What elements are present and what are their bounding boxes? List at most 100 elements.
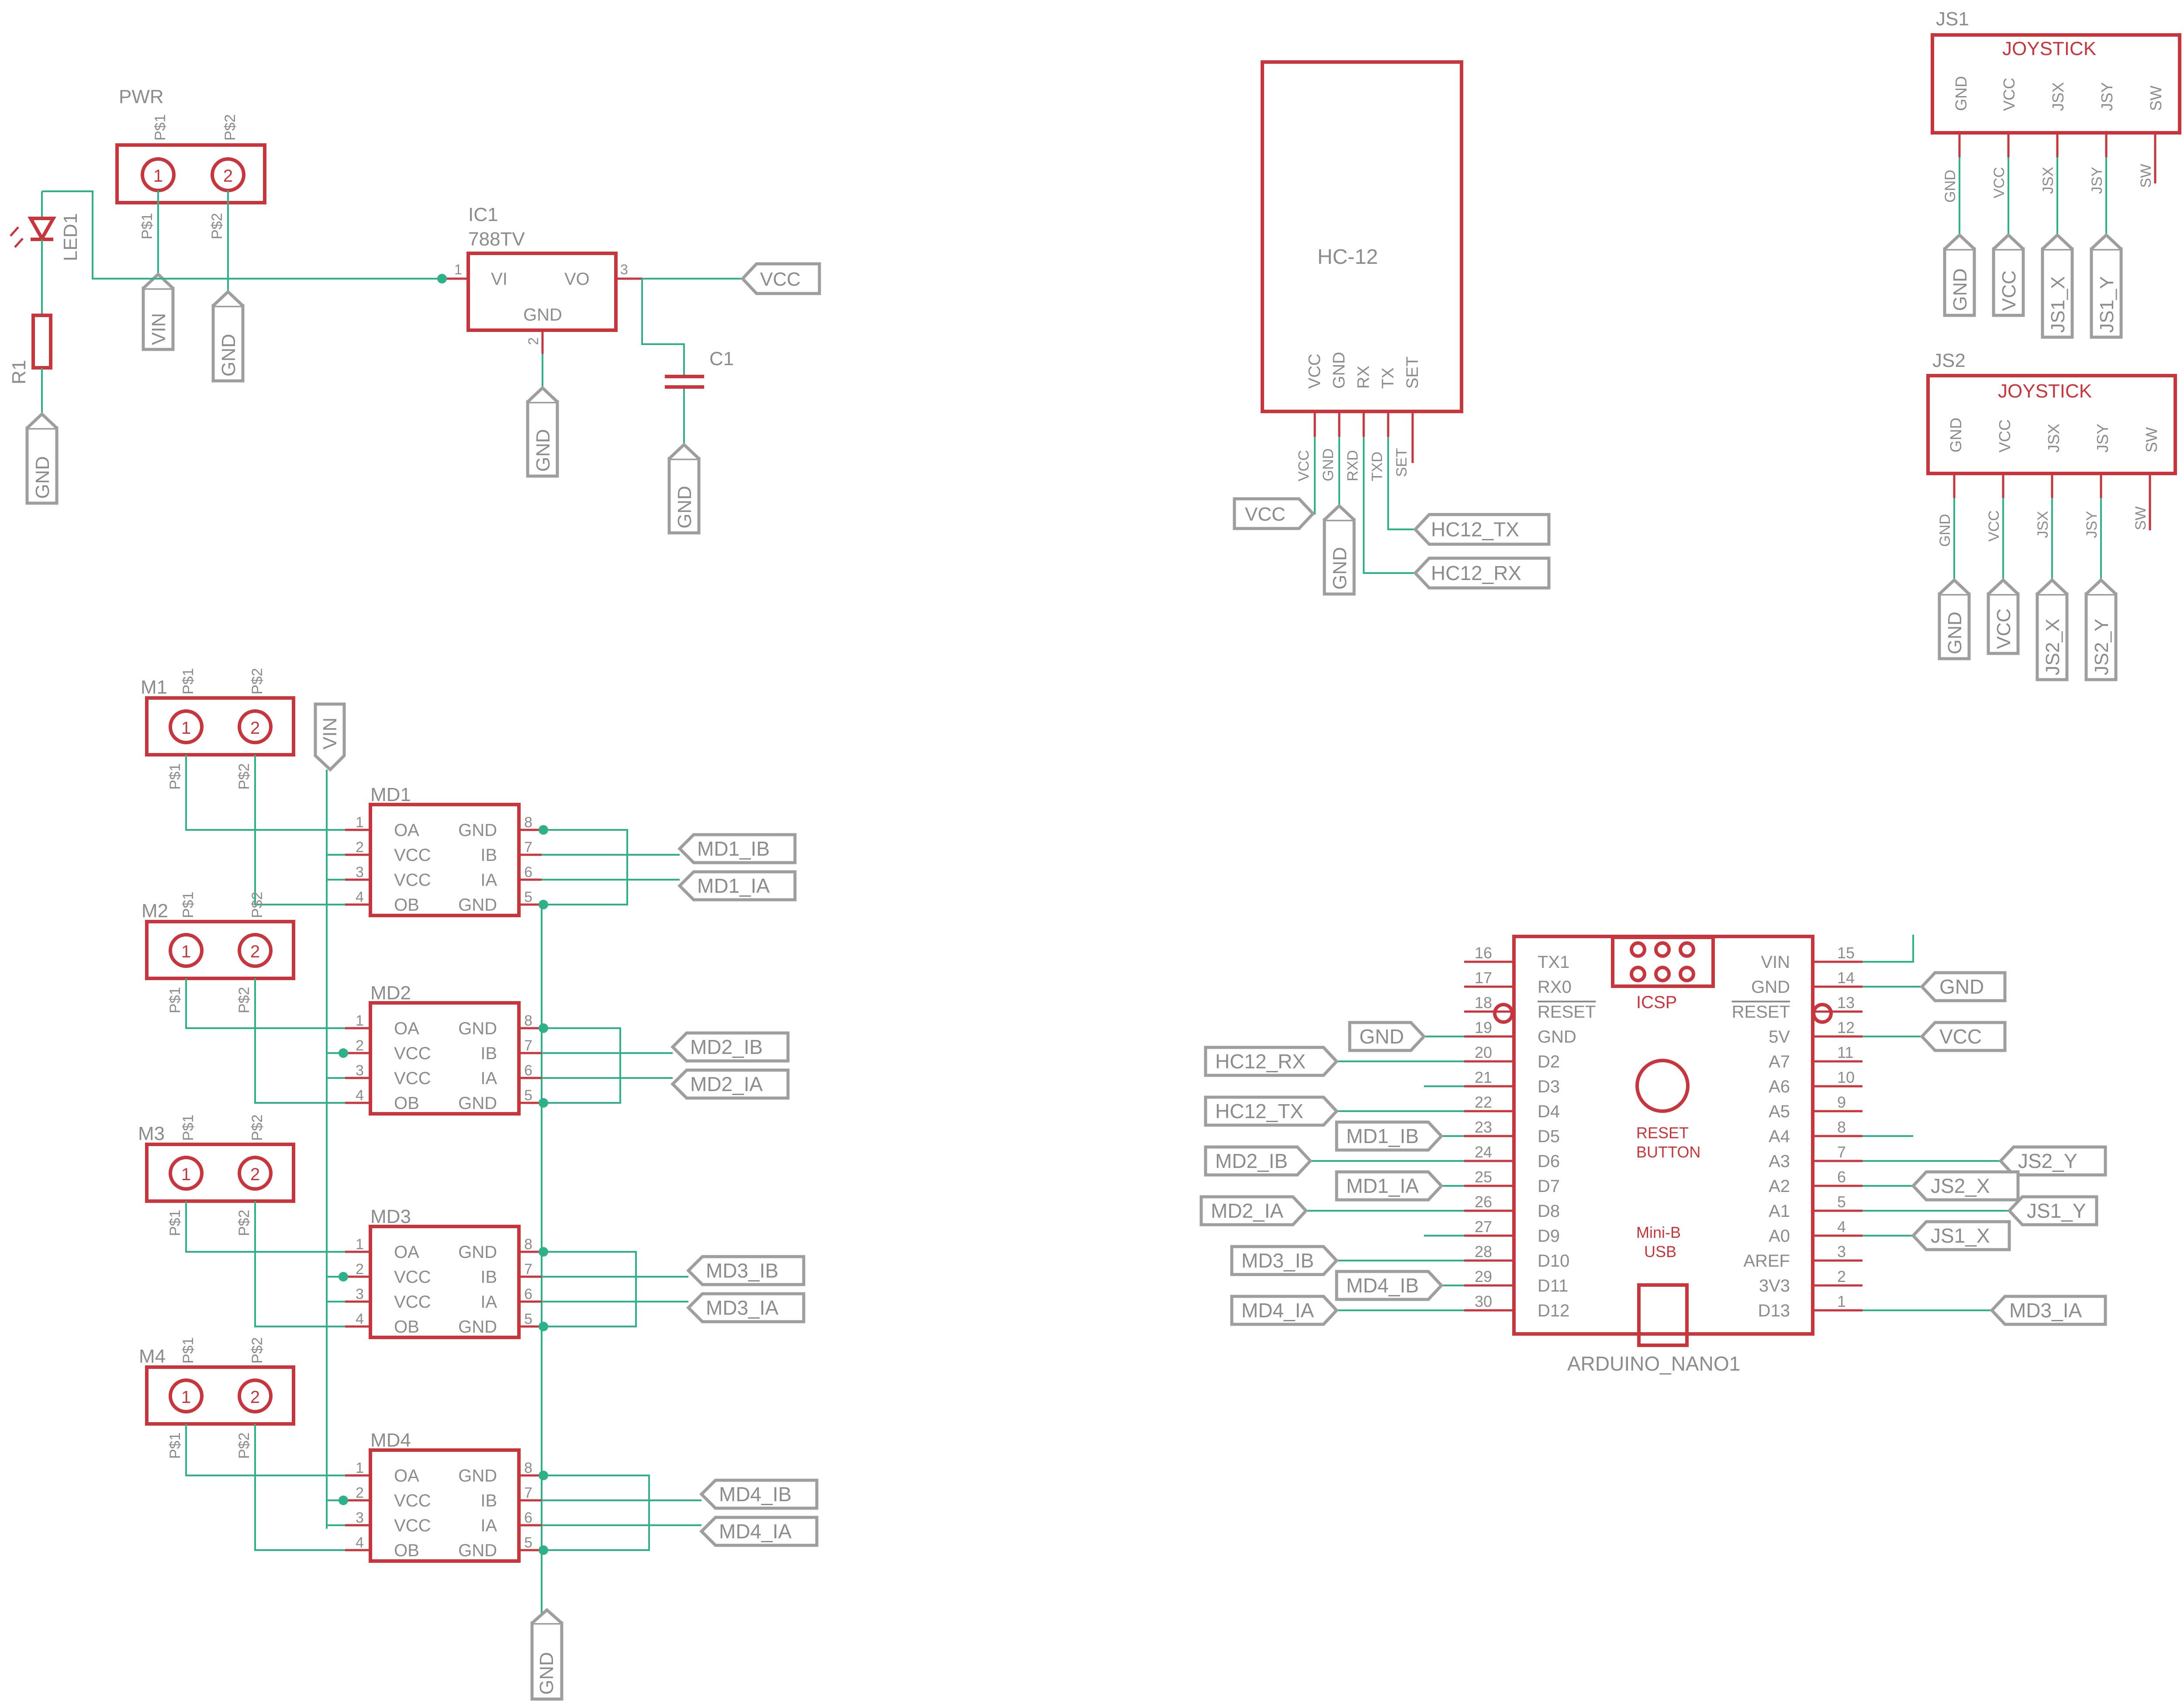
js2-gnd-label: GND: [1944, 611, 1966, 654]
cap-ref: C1: [709, 348, 734, 370]
driver-pin-num-left: 3: [356, 864, 364, 881]
arduino-net-label-frame: [1335, 1120, 1444, 1152]
driver-pin-num-right: 5: [524, 1087, 532, 1104]
vcc-label-frame: [1233, 497, 1315, 530]
label-arrow: [1992, 233, 2025, 250]
vin-label: VIN: [148, 313, 169, 345]
gnd-label-arrow: [526, 386, 559, 403]
arduino-pin-name-right: 5V: [1769, 1027, 1790, 1047]
js1-title: JOYSTICK: [2002, 38, 2096, 59]
icsp-header: [1611, 936, 1715, 988]
arduino-net-label-frame: [1990, 1295, 2107, 1326]
junction: [539, 1545, 548, 1555]
driver-gnd-loop: [542, 1027, 621, 1104]
driver-body: [369, 1448, 521, 1563]
arduino-pin-name-left: D10: [1538, 1251, 1569, 1271]
driver-gnd-loop: [542, 1251, 637, 1327]
pwr-pad-2-num: 2: [223, 166, 233, 186]
driver-pin-name-left: VCC: [394, 1292, 431, 1312]
driver-pin-name-right: IA: [480, 1292, 497, 1312]
driver-pin-num-right: 5: [524, 1311, 532, 1327]
arduino-pin-num-right: 2: [1837, 1268, 1846, 1285]
icsp-pads: [1630, 941, 1695, 982]
motor-ref: M3: [138, 1123, 165, 1144]
driver-ia-label-frame: [686, 1292, 805, 1323]
gnd-label: GND: [532, 429, 554, 472]
vin-label: VIN: [319, 718, 341, 750]
driver-pin-num-right: 8: [524, 1460, 532, 1476]
arduino-nano: ICSP RESET BUTTON Mini-B USB ARDUINO_NAN…: [1199, 935, 2107, 1375]
junction: [539, 900, 548, 909]
motor-pad-1: [169, 709, 204, 744]
js1-net-jsx: JSX: [2040, 167, 2056, 194]
js2-pin-vcc: VCC: [1996, 419, 2014, 453]
arduino-pin-name-right: A2: [1769, 1177, 1790, 1196]
js2-net-sw: SW: [2132, 506, 2149, 530]
hc12-net-names: VCC GND RXD TXD SET: [1296, 448, 1410, 481]
junction: [539, 1471, 548, 1480]
arduino-pin-num-left: 21: [1475, 1068, 1492, 1086]
driver-ia-label: MD1_IA: [697, 874, 770, 897]
led-ray: [14, 238, 24, 248]
driver-ib-label: MD3_IB: [706, 1259, 778, 1282]
motor-pad-1-num: 1: [181, 942, 191, 961]
gnd-label: GND: [218, 334, 239, 377]
driver-pin-name-left: OA: [394, 1243, 419, 1262]
reset-button: [1635, 1059, 1690, 1113]
arduino-pin-num-left: 30: [1475, 1292, 1492, 1310]
arduino-pin-name-right: GND: [1751, 978, 1790, 997]
arduino-net-label: JS1_X: [1931, 1224, 1990, 1247]
junction: [437, 274, 447, 283]
label-arrow: [1943, 233, 1976, 250]
arduino-pin-name-left: D6: [1538, 1152, 1560, 1171]
arduino-pin-num-left: 24: [1475, 1143, 1492, 1161]
js2-net-vcc: VCC: [1986, 510, 2002, 542]
icsp-pad: [1679, 966, 1695, 982]
driver-pin-num-right: 8: [524, 1012, 532, 1029]
hc12-net-gnd: GND: [1320, 448, 1337, 481]
junction: [539, 1098, 548, 1108]
motor-pad-1: [169, 1378, 204, 1413]
driver-pin-name-left: VCC: [394, 1069, 431, 1088]
arduino-pin-num-left: 17: [1475, 969, 1492, 987]
driver-pin-num-right: 5: [524, 889, 532, 905]
vcc-label: VCC: [760, 269, 801, 290]
motor-ob-wire: [254, 978, 345, 1104]
arduino-pin-num-left: 29: [1475, 1268, 1492, 1285]
motor-oa-wire: [185, 978, 345, 1029]
vcc-label-frame: [740, 262, 821, 295]
js1-y-label: JS1_Y: [2096, 276, 2118, 333]
js1-body: [1931, 33, 2181, 135]
motor-connector: [145, 696, 295, 757]
regulator-vi: VI: [491, 269, 508, 289]
reset-bubble-right: [1812, 1003, 1833, 1024]
resistor-symbol: [31, 314, 52, 370]
driver-pin-name-left: VCC: [394, 1268, 431, 1287]
driver-ia-label-frame: [699, 1516, 819, 1547]
motor-connector: [145, 1365, 295, 1426]
led-ref: LED1: [60, 213, 81, 261]
driver-pin-num-right: 6: [524, 1286, 532, 1302]
junction: [339, 1496, 348, 1505]
gnd-label: GND: [536, 1652, 557, 1695]
driver-ib-label-frame: [699, 1478, 819, 1510]
driver-pin-name-left: OA: [394, 1019, 419, 1038]
resistor-ref: R1: [8, 360, 30, 384]
driver-ia-label-frame: [670, 1068, 790, 1100]
js2-title: JOYSTICK: [1998, 380, 2092, 402]
gnd-label: GND: [32, 456, 53, 499]
arduino-pin-num-left: 16: [1475, 944, 1492, 962]
hc12-rx-label-frame: [1413, 556, 1551, 590]
js2-net-jsx: JSX: [2035, 511, 2051, 538]
icsp-pad: [1654, 966, 1671, 982]
driver-pin-num-left: 3: [356, 1062, 364, 1079]
led-ray: [10, 226, 19, 237]
motor-pad-2-num: 2: [250, 942, 260, 961]
arduino-pin-num-right: 1: [1837, 1292, 1846, 1310]
motor-pin2-bottom: P$2: [236, 763, 252, 790]
driver-ia-label: MD2_IA: [690, 1073, 763, 1095]
motor-pin2-bottom: P$2: [236, 1210, 252, 1237]
arduino-pin-name-left: D3: [1538, 1077, 1560, 1096]
